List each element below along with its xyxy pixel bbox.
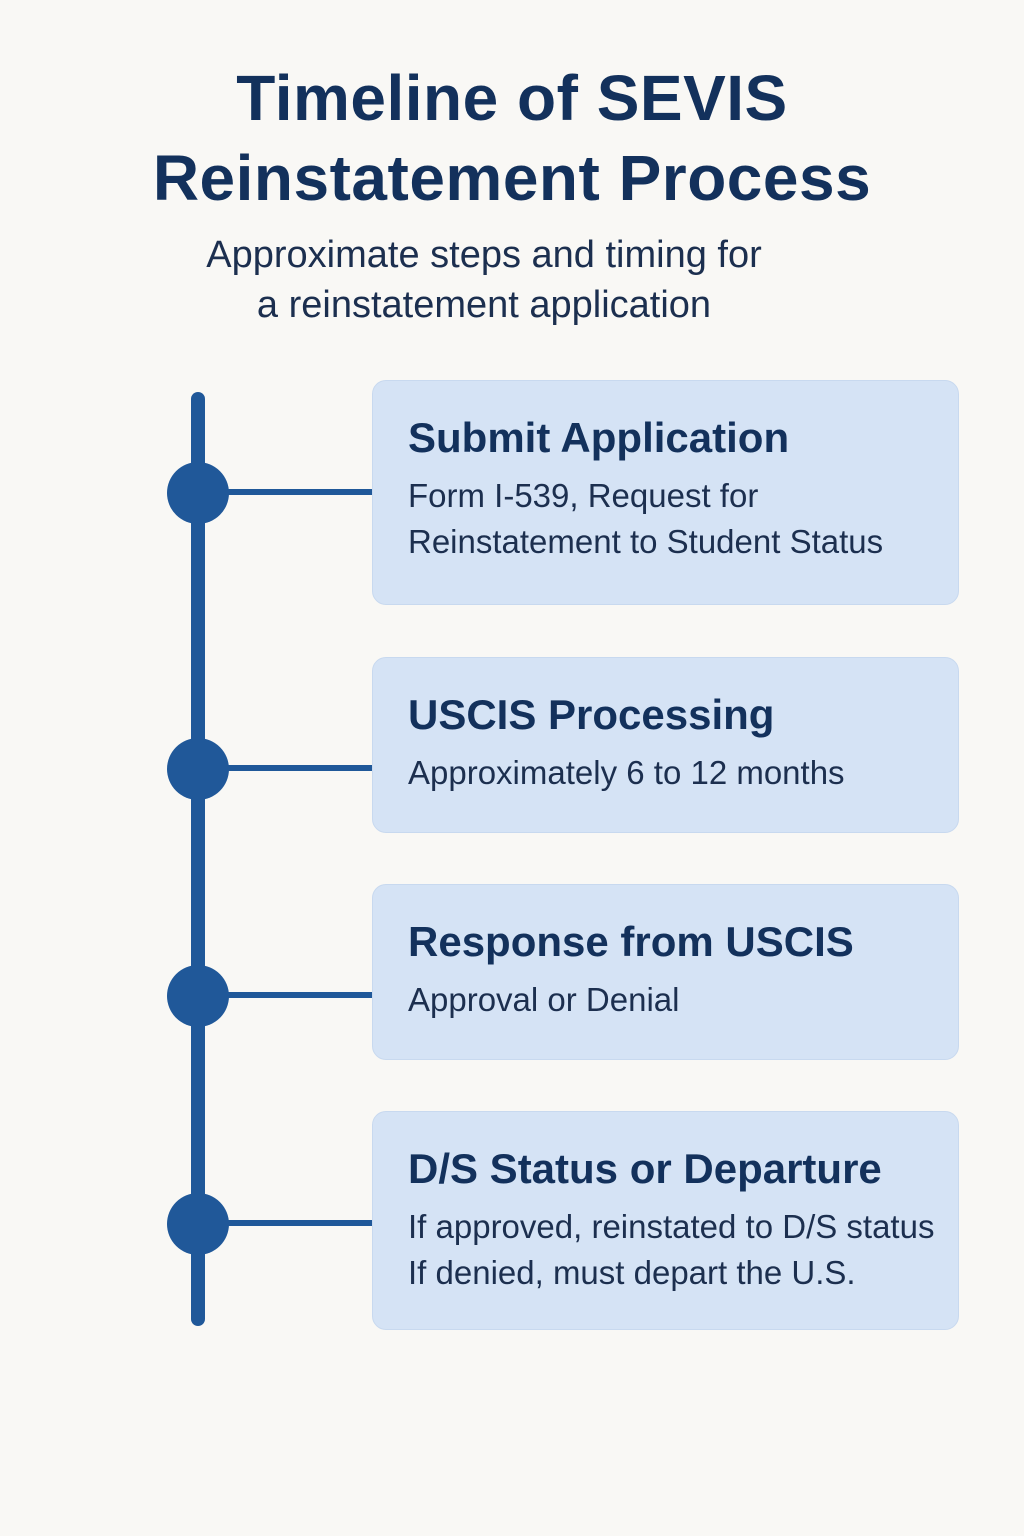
step-description: Approval or Denial <box>408 977 946 1023</box>
timeline-node-2 <box>167 738 229 800</box>
step-description: If approved, reinstated to D/S status If… <box>408 1204 946 1296</box>
subtitle-line-2: a reinstatement application <box>256 284 712 326</box>
timeline-connector-2 <box>226 765 372 771</box>
step-card-submit-application: Submit Application Form I-539, Request f… <box>372 380 959 605</box>
subtitle-line-1: Approximate steps and timing for <box>206 234 762 276</box>
step-description-line: If denied, must depart the U.S. <box>408 1254 856 1291</box>
step-title: Submit Application <box>408 414 790 461</box>
page-header: Timeline of SEVIS Reinstatement Process <box>0 58 1024 218</box>
timeline-node-1 <box>167 462 229 524</box>
step-card-uscis-processing: USCIS Processing Approximately 6 to 12 m… <box>372 657 959 833</box>
step-title: D/S Status or Departure <box>408 1145 882 1192</box>
timeline-connector-3 <box>226 992 372 998</box>
step-description-line: Form I-539, Request for <box>408 477 759 514</box>
step-description-line: Approval or Denial <box>408 981 680 1018</box>
timeline-node-4 <box>167 1193 229 1255</box>
page-subtitle: Approximate steps and timing for a reins… <box>0 230 968 330</box>
step-description: Form I-539, Request for Reinstatement to… <box>408 473 946 565</box>
step-card-ds-status-or-departure: D/S Status or Departure If approved, rei… <box>372 1111 959 1330</box>
step-card-response-from-uscis: Response from USCIS Approval or Denial <box>372 884 959 1060</box>
step-title: USCIS Processing <box>408 691 775 738</box>
step-description-line: If approved, reinstated to D/S status <box>408 1208 935 1245</box>
timeline-connector-1 <box>226 489 372 495</box>
step-description: Approximately 6 to 12 months <box>408 750 946 796</box>
step-description-line: Reinstatement to Student Status <box>408 523 884 560</box>
step-description-line: Approximately 6 to 12 months <box>408 754 845 791</box>
timeline-connector-4 <box>226 1220 372 1226</box>
timeline-axis <box>191 392 205 1326</box>
timeline-node-3 <box>167 965 229 1027</box>
step-title: Response from USCIS <box>408 918 854 965</box>
page-title-line-2: Reinstatement Process <box>152 142 872 214</box>
page-title-line-1: Timeline of SEVIS <box>236 62 788 134</box>
